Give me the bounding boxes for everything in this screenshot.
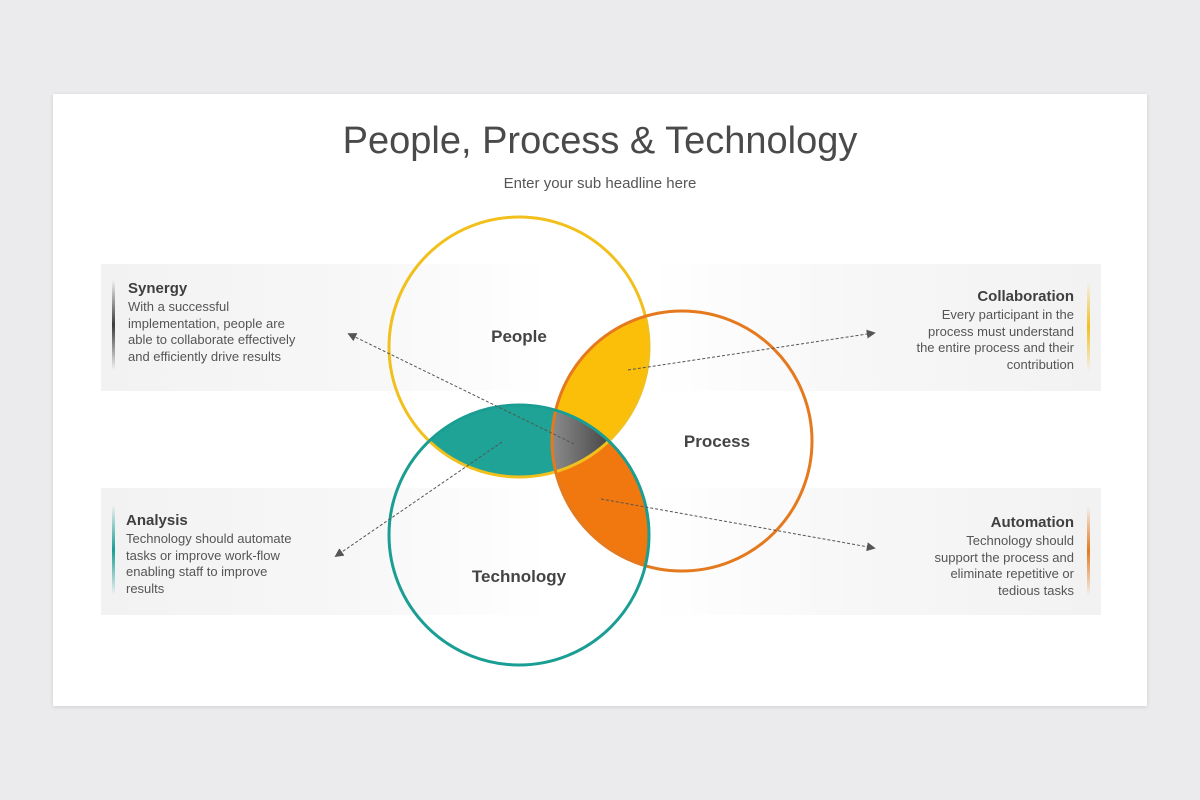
technology-label: Technology <box>472 567 567 586</box>
analysis-card: Analysis Technology should automate task… <box>126 512 326 597</box>
synergy-accent-bar <box>112 280 115 370</box>
collaboration-card: Collaboration Every participant in the p… <box>874 288 1074 373</box>
analysis-accent-bar <box>112 505 115 595</box>
technology-circle <box>387 403 651 667</box>
analysis-arrow <box>334 441 503 558</box>
collaboration-heading: Collaboration <box>977 288 1074 305</box>
synergy-text: With a successful implementation, people… <box>128 299 296 364</box>
collaboration-accent-bar <box>1087 282 1090 372</box>
automation-card: Automation Technology should support the… <box>874 514 1074 599</box>
people-circle <box>387 215 651 479</box>
process-circle <box>550 309 814 573</box>
people-label: People <box>491 327 547 346</box>
automation-heading: Automation <box>990 514 1074 531</box>
synergy-card: Synergy With a successful implementation… <box>128 280 328 365</box>
collaboration-text: Every participant in the process must un… <box>916 307 1074 372</box>
page-title: People, Process & Technology <box>342 120 858 162</box>
page-subtitle: Enter your sub headline here <box>503 175 697 192</box>
analysis-text: Technology should automate tasks or impr… <box>126 531 292 596</box>
automation-text: Technology should support the process an… <box>934 533 1074 598</box>
collaboration-arrow <box>627 329 876 371</box>
synergy-heading: Synergy <box>128 280 188 297</box>
automation-accent-bar <box>1087 506 1090 596</box>
automation-arrow <box>600 498 876 552</box>
process-label: Process <box>684 432 750 451</box>
analysis-heading: Analysis <box>126 512 188 529</box>
synergy-arrow <box>347 333 575 445</box>
